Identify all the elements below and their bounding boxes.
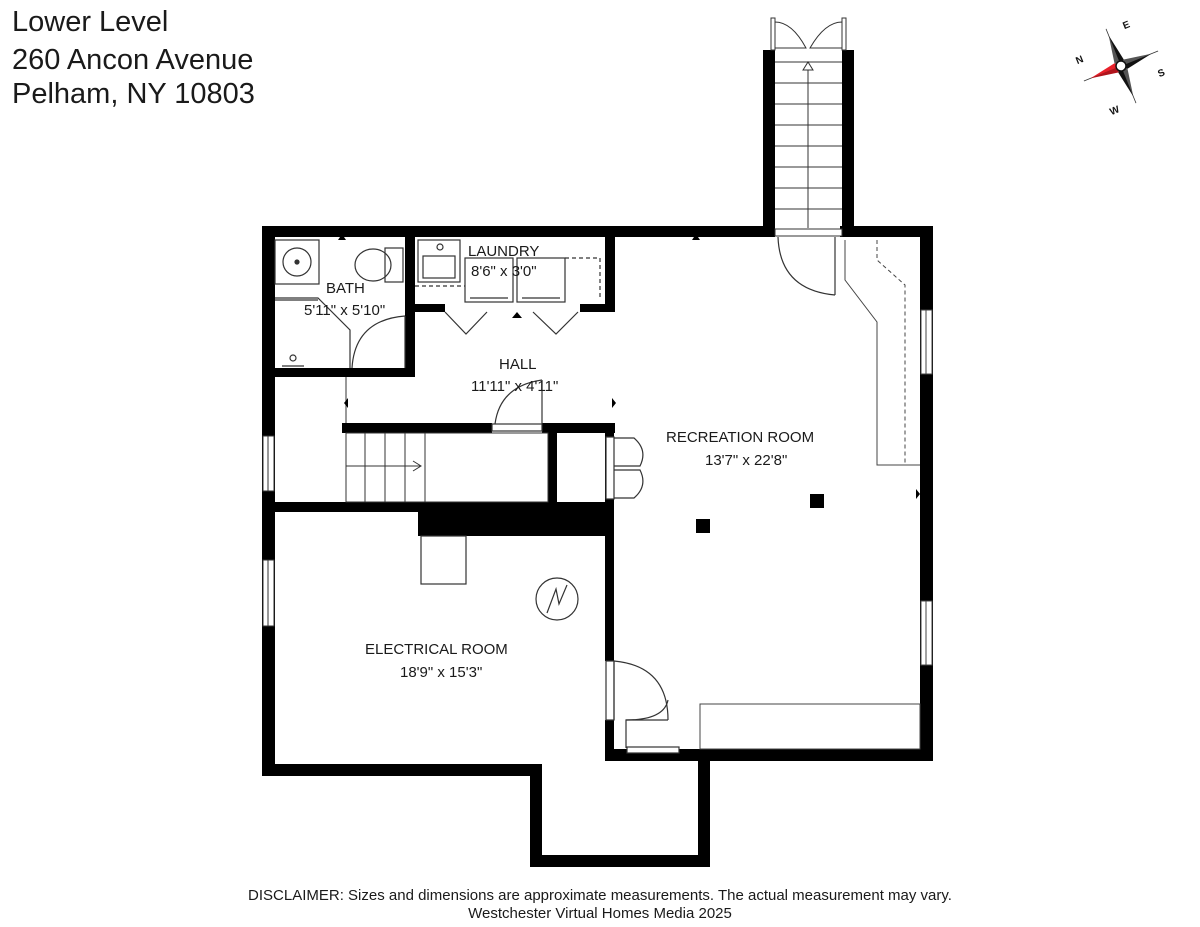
wall-laundry-right [605, 237, 615, 312]
address-line-2: Pelham, NY 10803 [12, 78, 255, 110]
compass-rose-icon [1083, 28, 1159, 104]
interior-walls [262, 237, 615, 761]
wall-top-left [262, 226, 771, 237]
wall-laundry-bottom-left [405, 304, 445, 312]
stairs-lower [345, 377, 549, 503]
wall-closet-left [548, 423, 557, 509]
bath-fixtures [274, 239, 406, 369]
hall-door [491, 379, 543, 432]
electrical-door [605, 660, 680, 754]
room-labels: LAUNDRY 8'6" x 3'0" BATH 5'11" x 5'10" H… [304, 243, 814, 681]
laundry-fixtures [415, 239, 601, 335]
wall-rec-left-lower [605, 720, 614, 761]
wall-left [262, 226, 275, 776]
compass-w: W [1108, 104, 1121, 118]
wall-right [920, 226, 933, 761]
wall-hall-bottom-right [542, 423, 615, 433]
electrical-size: 18'9" x 15'3" [400, 664, 482, 681]
wall-electrical-top [262, 502, 557, 512]
compass-e: E [1121, 19, 1132, 32]
compass-letters: N E S W [1074, 19, 1167, 118]
wall-laundry-bottom-right [580, 304, 615, 312]
hall-size: 11'11" x 4'11" [471, 378, 558, 395]
post-1 [696, 519, 710, 533]
post-2 [810, 494, 824, 508]
hall-name: HALL [499, 356, 537, 373]
wall-bump-bottom [530, 855, 710, 867]
wall-bump-right [698, 749, 710, 867]
recreation-fixtures [696, 240, 933, 750]
wall-bath-laundry [405, 237, 415, 304]
wall-top-right [840, 226, 933, 237]
electrical-name: ELECTRICAL ROOM [365, 641, 508, 658]
compass-north-needle [1090, 63, 1121, 79]
wall-hall-bottom-left [342, 423, 492, 433]
exterior-walls [262, 50, 933, 867]
laundry-name: LAUNDRY [468, 243, 539, 260]
closet-double-door [605, 436, 644, 500]
disclaimer: DISCLAIMER: Sizes and dimensions are app… [248, 887, 952, 904]
bath-name: BATH [326, 280, 365, 297]
wall-rec-left [605, 536, 614, 661]
stair-wall-right [842, 50, 854, 237]
chimney-block [418, 502, 614, 536]
wall-bump-left [530, 764, 542, 867]
wall-bath-bottom [262, 368, 415, 377]
stairwell-upper [770, 17, 847, 237]
wall-bottom-right [605, 749, 933, 761]
laundry-size: 8'6" x 3'0" [471, 263, 537, 280]
left-windows [262, 435, 275, 627]
compass-s: S [1156, 67, 1167, 80]
recreation-name: RECREATION ROOM [666, 429, 814, 446]
address-line-1: 260 Ancon Avenue [12, 44, 254, 76]
credit: Westchester Virtual Homes Media 2025 [468, 905, 732, 922]
wall-markers [338, 234, 920, 861]
wall-bottom-left [262, 764, 542, 776]
bath-size: 5'11" x 5'10" [304, 302, 385, 319]
recreation-size: 13'7" x 22'8" [705, 452, 787, 469]
stair-entry-door [777, 236, 836, 296]
electrical-fixtures [420, 535, 579, 621]
compass-n: N [1074, 54, 1085, 67]
wall-bath-right [405, 312, 415, 374]
plan-title: Lower Level [12, 6, 169, 38]
stair-wall-left [763, 50, 775, 237]
